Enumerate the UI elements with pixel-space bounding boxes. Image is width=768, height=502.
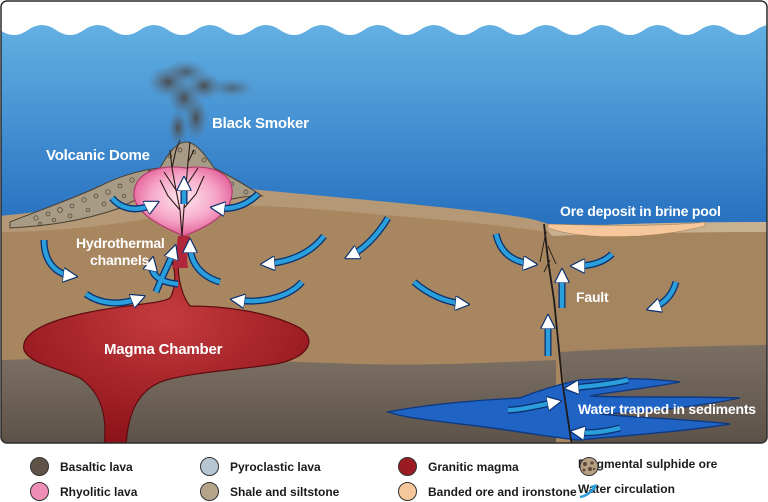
diagram-frame bbox=[0, 0, 768, 444]
cross-section-diagram: Black Smoker Volcanic Dome Hydrothermal … bbox=[0, 0, 768, 444]
legend-shale-and-siltstone: Shale and siltstone bbox=[200, 482, 339, 501]
label-magma-chamber: Magma Chamber bbox=[104, 341, 223, 358]
magma-chamber bbox=[23, 261, 310, 443]
label-black-smoker: Black Smoker bbox=[212, 115, 309, 132]
legend-label: Basaltic lava bbox=[60, 459, 133, 474]
label-volcanic-dome: Volcanic Dome bbox=[46, 147, 150, 164]
legend-pyroclastic-lava: Pyroclastic lava bbox=[200, 457, 321, 476]
label-fault: Fault bbox=[576, 289, 609, 305]
label-ore-deposit: Ore deposit in brine pool bbox=[560, 203, 721, 219]
water-circulation-arrows bbox=[40, 182, 680, 433]
legend-fragmental-sulphide-ore: Fragmental sulphide ore bbox=[578, 457, 718, 476]
legend-label: Shale and siltstone bbox=[230, 484, 340, 499]
black-smoker-plume bbox=[148, 60, 254, 146]
brine-pool-ore bbox=[547, 221, 706, 238]
legend-granitic-magma: Granitic magma bbox=[398, 457, 519, 476]
legend-label: Rhyolitic lava bbox=[60, 484, 138, 499]
label-hydrothermal: Hydrothermal bbox=[76, 235, 165, 251]
legend-basaltic-lava: Basaltic lava bbox=[30, 457, 133, 476]
rhyolitic-lava-swatch bbox=[30, 482, 49, 501]
legend-label: Fragmental sulphide ore bbox=[578, 457, 718, 471]
fragmental-sulphide-ore-icon bbox=[579, 457, 599, 476]
legend-label: Water circulation bbox=[578, 482, 675, 496]
legend-water-circulation: Water circulation bbox=[578, 482, 675, 499]
fault-branches bbox=[539, 231, 557, 273]
banded-ore-and-ironstone-swatch bbox=[398, 482, 417, 501]
shale-and-siltstone-swatch bbox=[200, 482, 219, 501]
pyroclastic-lava-swatch bbox=[200, 457, 219, 476]
water-circulation-arrow-icon bbox=[579, 484, 597, 499]
label-channels: channels bbox=[90, 252, 150, 268]
legend-label: Granitic magma bbox=[428, 459, 519, 474]
legend-banded-ore-and-ironstone: Banded ore and ironstone bbox=[398, 482, 577, 501]
legend: Basaltic lava Pyroclastic lava Granitic … bbox=[0, 446, 768, 502]
legend-label: Pyroclastic lava bbox=[230, 459, 321, 474]
basaltic-lava-swatch bbox=[30, 457, 49, 476]
legend-rhyolitic-lava: Rhyolitic lava bbox=[30, 482, 137, 501]
fault-line bbox=[543, 223, 573, 443]
legend-label: Banded ore and ironstone bbox=[428, 484, 577, 499]
granitic-magma-swatch bbox=[398, 457, 417, 476]
label-water-trapped: Water trapped in sediments bbox=[578, 401, 756, 417]
